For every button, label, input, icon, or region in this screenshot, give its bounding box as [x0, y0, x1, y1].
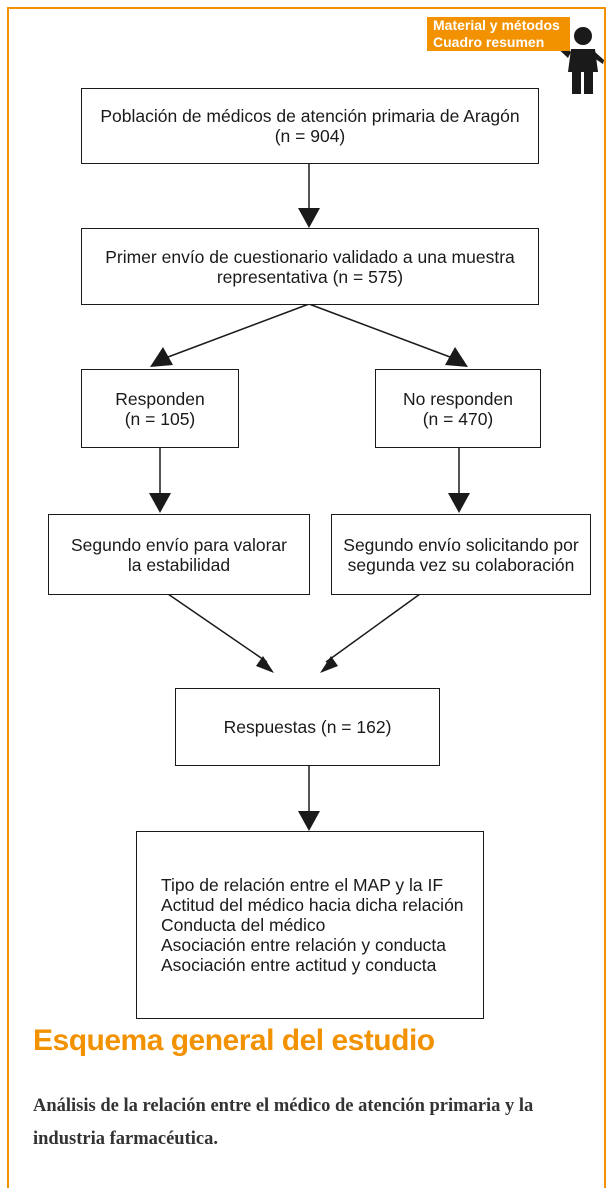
respond-label: Responden: [115, 388, 205, 409]
tag-line-2: Cuadro resumen: [433, 34, 545, 50]
arrowhead-4: [149, 493, 171, 513]
no-respond-box: No responden (n = 470): [375, 369, 541, 448]
arrow-stability-to-responses: [167, 593, 268, 663]
outcome-item: Asociación entre actitud y conducta: [161, 955, 437, 975]
first-mailing-label: Primer envío de cuestionario validado a …: [105, 246, 515, 267]
no-respond-label: No responden: [403, 388, 513, 409]
flow-connectors: [159, 163, 460, 815]
second-request-box: Segundo envío solicitando por segunda ve…: [331, 514, 591, 595]
arrow-request-to-responses: [325, 593, 421, 663]
arrowhead-7: [320, 656, 338, 673]
arrowhead-3: [445, 347, 468, 367]
outcome-item: Conducta del médico: [161, 915, 326, 935]
outcomes-box: Tipo de relación entre el MAP y la IF Ac…: [136, 831, 484, 1019]
population-count: (n = 904): [274, 126, 346, 146]
second-stability-line-1: Segundo envío para valorar: [71, 534, 287, 555]
responses-label: Respuestas (n = 162): [223, 717, 392, 737]
arrowhead-6: [256, 656, 274, 673]
section-tag: Material y métodos Cuadro resumen: [427, 17, 570, 51]
second-request-line-2: segunda vez su colaboración: [347, 554, 575, 575]
orange-frame-border: [7, 7, 606, 1188]
population-label: Población de médicos de atención primari…: [100, 106, 520, 126]
first-mailing-box: Primer envío de cuestionario validado a …: [81, 228, 539, 305]
arrowhead-1: [298, 208, 320, 228]
arrow-first-to-respond: [167, 303, 310, 358]
second-stability-box: Segundo envío para valorar la estabilida…: [48, 514, 310, 595]
section-subtitle: Análisis de la relación entre el médico …: [33, 1096, 534, 1149]
arrowhead-8: [298, 811, 320, 831]
section-heading: Esquema general del estudio: [33, 1024, 435, 1057]
outcome-item: Asociación entre relación y conducta: [161, 935, 447, 955]
second-stability-line-2: la estabilidad: [127, 554, 231, 575]
outcome-item: Tipo de relación entre el MAP y la IF: [161, 875, 444, 895]
respond-count: (n = 105): [124, 408, 196, 429]
arrowhead-5: [448, 493, 470, 513]
second-request-line-1: Segundo envío solicitando por: [343, 534, 579, 555]
responses-box: Respuestas (n = 162): [175, 688, 440, 766]
tag-line-1: Material y métodos: [433, 17, 560, 33]
respond-box: Responden (n = 105): [81, 369, 239, 448]
arrowhead-2: [150, 347, 173, 367]
first-mailing-count: representativa (n = 575): [216, 266, 404, 287]
outcome-item: Actitud del médico hacia dicha relación: [161, 895, 464, 915]
population-box: Población de médicos de atención primari…: [81, 88, 539, 164]
no-respond-count: (n = 470): [422, 408, 494, 429]
arrow-first-to-norespond: [308, 303, 451, 358]
arrow-heads: [149, 208, 470, 831]
